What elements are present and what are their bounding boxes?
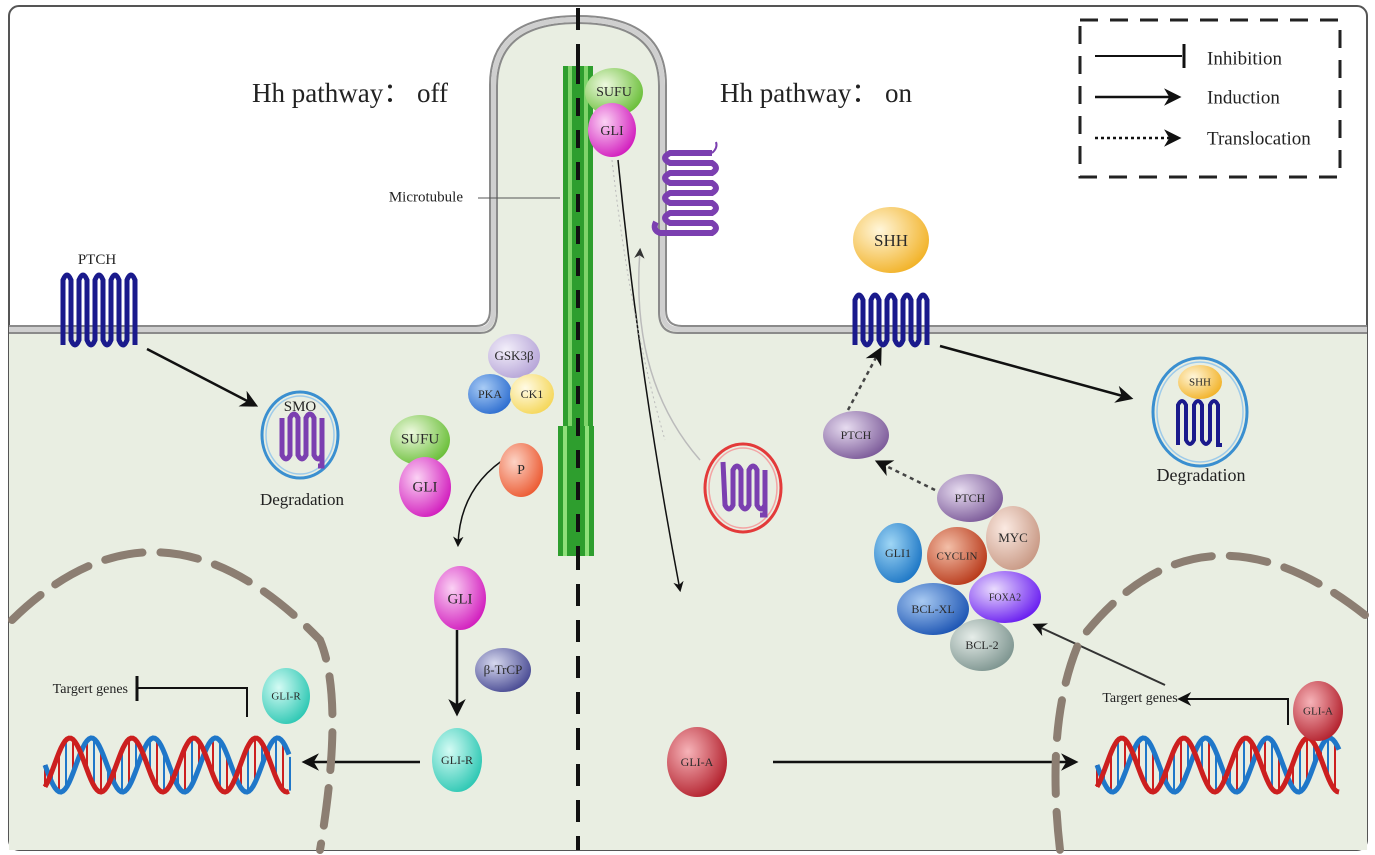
arrow-ptch-shh-to-degradation — [939, 344, 1134, 403]
svg-text:GLI: GLI — [600, 124, 624, 139]
target-genes-left-label: Targert genes — [53, 682, 128, 697]
gli-a-nucleus: GLI-A — [1293, 681, 1343, 741]
svg-text:P: P — [517, 463, 525, 478]
gli-a-cytoplasm: GLI-A — [667, 727, 727, 797]
shh-degradation-vesicle: SHH — [1151, 356, 1249, 468]
translocation-ptch-to-membrane — [846, 346, 882, 411]
svg-text:MYC: MYC — [998, 530, 1028, 545]
smo-vesicle-red — [703, 442, 783, 534]
arrow-target-genes-to-products — [1032, 623, 1166, 686]
svg-text:GLI-R: GLI-R — [441, 753, 473, 767]
title-pathway-off: Hh pathway： off — [252, 78, 448, 108]
title-pathway-on: Hh pathway： on — [720, 78, 912, 108]
svg-text:GLI-A: GLI-A — [681, 755, 714, 769]
induction-glia-to-genes — [1177, 692, 1289, 725]
legend-item-inhibition: Inhibition — [1095, 44, 1282, 69]
btrcp-protein: β-TrCP — [475, 648, 531, 692]
svg-text:GLI: GLI — [448, 591, 473, 607]
phosphate-protein: P — [499, 443, 543, 497]
dna-strand — [1094, 735, 1342, 795]
svg-text:β-TrCP: β-TrCP — [484, 662, 523, 677]
svg-text:PKA: PKA — [478, 387, 502, 401]
svg-text:GLI1: GLI1 — [885, 546, 911, 560]
cilium-gli: GLI — [588, 103, 636, 157]
svg-text:CK1: CK1 — [521, 387, 544, 401]
legend-label-translocation: Translocation — [1207, 128, 1311, 149]
microtubule — [558, 66, 594, 556]
svg-text:GLI-A: GLI-A — [1303, 706, 1333, 718]
svg-text:SUFU: SUFU — [401, 431, 440, 447]
dna-strand — [42, 735, 292, 795]
legend-item-translocation: Translocation — [1095, 128, 1311, 149]
inhibition-glir-to-genes — [138, 687, 248, 717]
svg-text:FOXA2: FOXA2 — [989, 592, 1021, 603]
svg-text:SHH: SHH — [874, 231, 908, 250]
gli-complex-protein: GLI — [399, 457, 451, 517]
gli1-protein: GLI1 — [874, 523, 922, 583]
svg-text:GLI-R: GLI-R — [271, 691, 301, 703]
translocation-ptch-cytoplasm — [874, 460, 936, 492]
shh-ligand: SHH — [853, 207, 929, 273]
legend: Inhibition Induction Translocation — [1078, 18, 1342, 179]
ptch-target-protein: PTCH — [937, 474, 1003, 522]
ptch-receptor-right — [852, 292, 930, 348]
ptch-translocated-protein: PTCH — [823, 411, 889, 459]
svg-text:CYCLIN: CYCLIN — [937, 551, 978, 563]
microtubule-label: Microtubule — [389, 189, 463, 205]
bcl-xl-protein: BCL-XL — [897, 583, 969, 635]
shh-degraded: SHH — [1189, 377, 1211, 389]
legend-item-induction: Induction — [1095, 87, 1280, 108]
svg-text:BCL-2: BCL-2 — [965, 638, 998, 652]
arrow-ptch-to-smo-degradation — [146, 347, 259, 407]
foxa2-protein: FOXA2 — [969, 571, 1041, 623]
ptch-left-label: PTCH — [78, 252, 117, 268]
legend-label-inhibition: Inhibition — [1207, 48, 1282, 69]
gli-free-protein: GLI — [434, 566, 486, 630]
gli-r-nucleus: GLI-R — [262, 668, 310, 724]
nucleus-right — [1051, 551, 1369, 854]
arrow-gli-to-glia — [617, 159, 684, 593]
myc-protein: MYC — [986, 506, 1040, 570]
arrow-smo-to-cilium — [634, 247, 701, 461]
cytoplasm — [9, 22, 1367, 850]
svg-text:PTCH: PTCH — [841, 428, 872, 442]
cilium-sufu: SUFU — [585, 68, 643, 116]
svg-text:GLI: GLI — [413, 479, 438, 495]
cyclin-protein: CYCLIN — [927, 527, 987, 585]
target-genes-right-label: Targert genes — [1102, 691, 1177, 706]
nucleus-left — [8, 548, 337, 854]
smo-receptor-cilium — [651, 141, 719, 236]
ptch-receptor-left — [60, 272, 138, 348]
svg-text:PTCH: PTCH — [955, 491, 986, 505]
dna-helix-left — [42, 735, 292, 795]
gsk3b-protein: GSK3β — [488, 334, 540, 378]
gli-r-cytoplasm: GLI-R — [432, 728, 482, 792]
legend-label-induction: Induction — [1207, 87, 1280, 108]
degradation-left-label: Degradation — [260, 490, 345, 509]
svg-text:BCL-XL: BCL-XL — [911, 602, 954, 616]
pka-protein: PKA — [468, 374, 512, 414]
degradation-right-label: Degradation — [1157, 465, 1246, 485]
sufu-protein: SUFU — [390, 415, 450, 465]
ck1-protein: CK1 — [510, 374, 554, 414]
smo-label: SMO — [284, 399, 317, 415]
gli-trace — [611, 159, 666, 441]
svg-text:SUFU: SUFU — [596, 85, 632, 100]
smo-degradation-vesicle — [260, 390, 340, 480]
dna-strand — [1094, 735, 1340, 795]
dna-strand — [42, 735, 290, 795]
svg-text:GSK3β: GSK3β — [494, 348, 534, 363]
bcl-2-protein: BCL-2 — [950, 619, 1014, 671]
dna-helix-right — [1094, 735, 1342, 795]
